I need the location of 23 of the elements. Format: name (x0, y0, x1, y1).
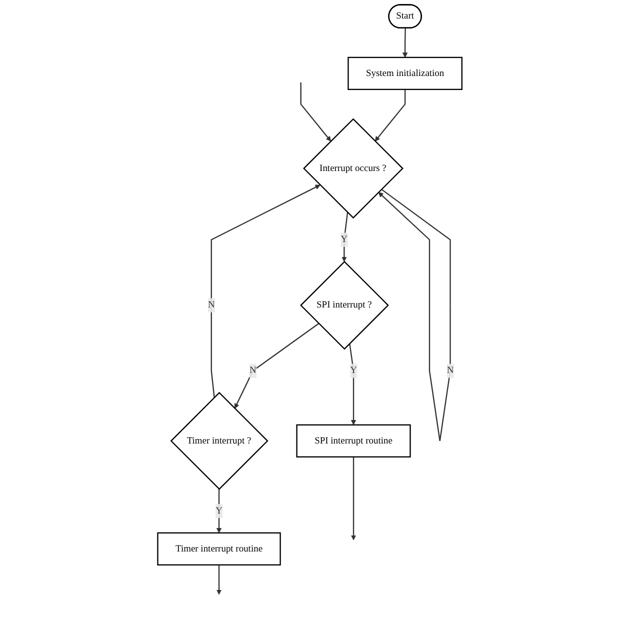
edge-label: N (250, 365, 256, 376)
node-diamond: SPI interrupt ? (300, 260, 390, 350)
arrow (402, 28, 408, 58)
arrow (375, 89, 406, 142)
arrow (349, 343, 356, 426)
edge-label: Y (216, 506, 223, 516)
edge-label: N (208, 300, 215, 310)
node-diamond: Timer interrupt ? (170, 392, 268, 490)
arrow (216, 564, 222, 595)
node-box: SPI interrupt routine (296, 424, 411, 458)
arrow (342, 212, 348, 262)
arrow (378, 188, 452, 441)
edge-label: N (447, 365, 454, 376)
arrow (216, 489, 222, 534)
edge-label: Y (350, 365, 358, 376)
arrow (300, 82, 332, 142)
node-box: Timer interrupt routine (157, 532, 282, 566)
edge-label: Y (340, 234, 348, 244)
node-box: System initialization (348, 56, 463, 90)
arrow (234, 323, 320, 409)
arrow (210, 184, 320, 398)
arrow (351, 456, 356, 540)
node-diamond: Interrupt occurs ? (303, 118, 404, 219)
